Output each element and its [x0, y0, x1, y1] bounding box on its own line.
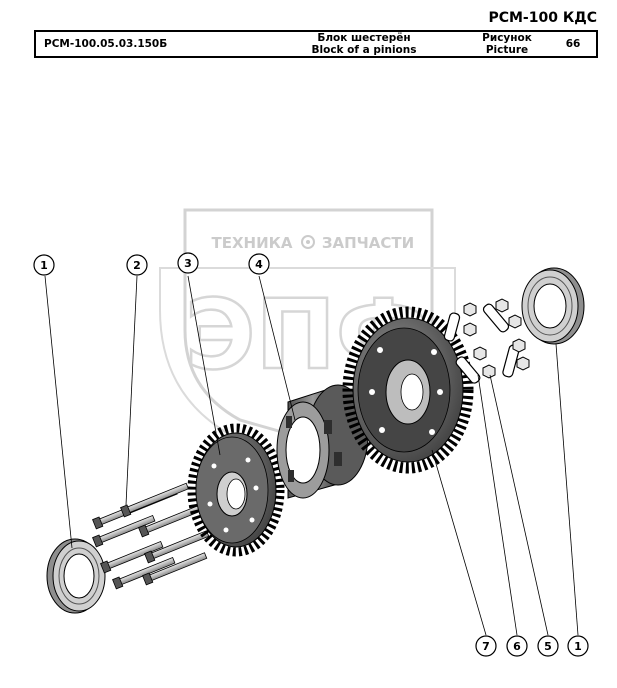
callout-label: 3 — [184, 257, 192, 270]
callout-label: 6 — [513, 640, 521, 653]
callout-6: 6 — [506, 635, 528, 657]
bearing-left — [46, 538, 106, 614]
nuts — [463, 298, 530, 379]
callout-2: 2 — [126, 254, 148, 276]
picture-label-ru: Рисунок — [482, 32, 532, 44]
callout-label: 2 — [133, 259, 141, 272]
callout-7: 7 — [475, 635, 497, 657]
callout-1-left: 1 — [33, 254, 55, 276]
callout-5: 5 — [537, 635, 559, 657]
model-title: РСМ-100 КДС — [488, 10, 597, 26]
callout-label: 4 — [255, 258, 263, 271]
callout-label: 1 — [40, 259, 48, 272]
title-en: Block of a pinions — [311, 44, 417, 56]
part-code-cell: РСМ-100.05.03.150Б — [36, 32, 264, 56]
watermark-text-right: ЗАПЧАСТИ — [322, 234, 414, 252]
callout-label: 5 — [544, 640, 552, 653]
small-gear — [187, 423, 285, 557]
callout-3: 3 — [177, 252, 199, 274]
bearing-right — [521, 267, 585, 345]
callout-1-right: 1 — [567, 635, 589, 657]
part-code: РСМ-100.05.03.150Б — [44, 38, 168, 50]
picture-label-cell: Рисунок Picture — [464, 32, 550, 56]
title-ru: Блок шестерён — [317, 32, 411, 44]
watermark-text-left: ТЕХНИКА — [211, 234, 292, 252]
picture-number: 66 — [565, 38, 581, 50]
picture-label-en: Picture — [485, 44, 529, 56]
callout-label: 1 — [574, 640, 582, 653]
leader-lines — [44, 275, 579, 636]
callout-4: 4 — [248, 253, 270, 275]
bolts — [92, 482, 210, 590]
lock-plates — [443, 303, 520, 384]
large-gear — [342, 306, 474, 474]
title-cell: Блок шестерён Block of a pinions — [264, 32, 464, 56]
gear-icon — [301, 235, 315, 249]
title-block: РСМ-100.05.03.150Б Блок шестерён Block o… — [34, 30, 598, 58]
picture-number-cell: 66 — [550, 32, 596, 56]
drum-hub — [276, 384, 369, 499]
callout-label: 7 — [482, 640, 490, 653]
